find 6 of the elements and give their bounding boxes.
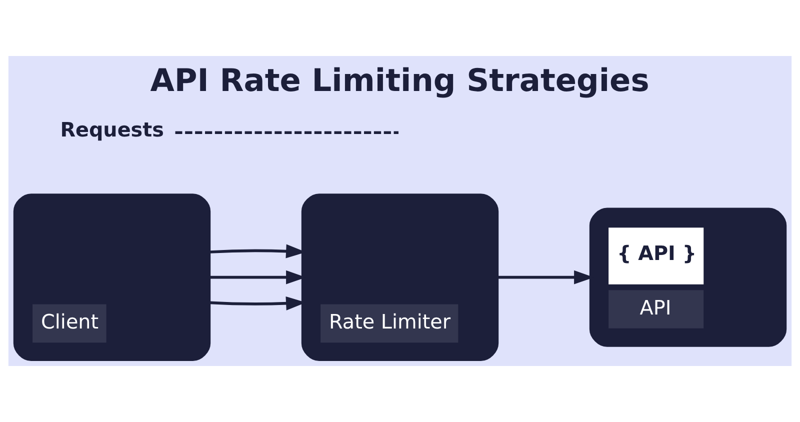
node-box: { API } API [589,208,787,347]
node-text: Requests [60,118,164,142]
connector [175,131,398,134]
node-box: Client [13,194,211,362]
node-box: Rate Limiter [301,194,499,362]
diagram-title: API Rate Limiting Strategies [150,62,650,99]
